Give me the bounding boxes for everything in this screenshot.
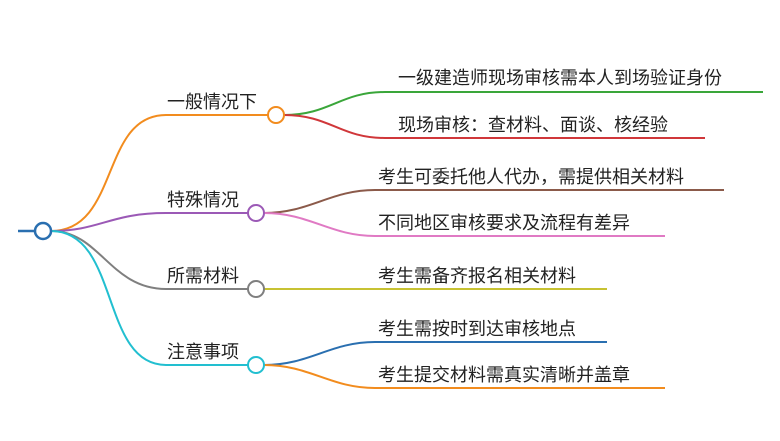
node-circle-notes[interactable]	[247, 356, 265, 374]
branch-label-materials: 所需材料	[167, 266, 239, 287]
root-node-circle[interactable]	[33, 221, 53, 241]
connector-leaf-delegate	[263, 189, 724, 214]
connector-leaf-onsite-review	[283, 114, 705, 139]
leaf-label-delegate: 考生可委托他人代办，需提供相关材料	[378, 167, 684, 188]
branch-label-general: 一般情况下	[167, 92, 257, 113]
branch-label-special: 特殊情况	[167, 190, 239, 211]
node-circle-special[interactable]	[247, 204, 265, 222]
leaf-label-onsite-review: 现场审核：查材料、面谈、核经验	[398, 115, 668, 136]
leaf-label-prepare-materials: 考生需备齐报名相关材料	[378, 266, 576, 287]
connector-leaf-regional-diff	[263, 212, 665, 237]
connector-leaf-onsite-identity	[283, 91, 763, 116]
connector-branch-notes	[50, 230, 256, 366]
branch-label-notes: 注意事项	[167, 342, 239, 363]
connector-leaf-arrive-on-time	[263, 341, 607, 366]
node-circle-general[interactable]	[267, 106, 285, 124]
leaf-label-onsite-identity: 一级建造师现场审核需本人到场验证身份	[398, 68, 722, 89]
connector-branch-general	[50, 114, 276, 232]
node-circle-materials[interactable]	[247, 280, 265, 298]
leaf-label-true-materials: 考生提交材料需真实清晰并盖章	[378, 365, 630, 386]
leaf-label-regional-diff: 不同地区审核要求及流程有差异	[378, 213, 630, 234]
connector-branch-special	[50, 212, 256, 232]
connector-leaf-true-materials	[263, 364, 665, 389]
leaf-label-arrive-on-time: 考生需按时到达审核地点	[378, 319, 576, 340]
